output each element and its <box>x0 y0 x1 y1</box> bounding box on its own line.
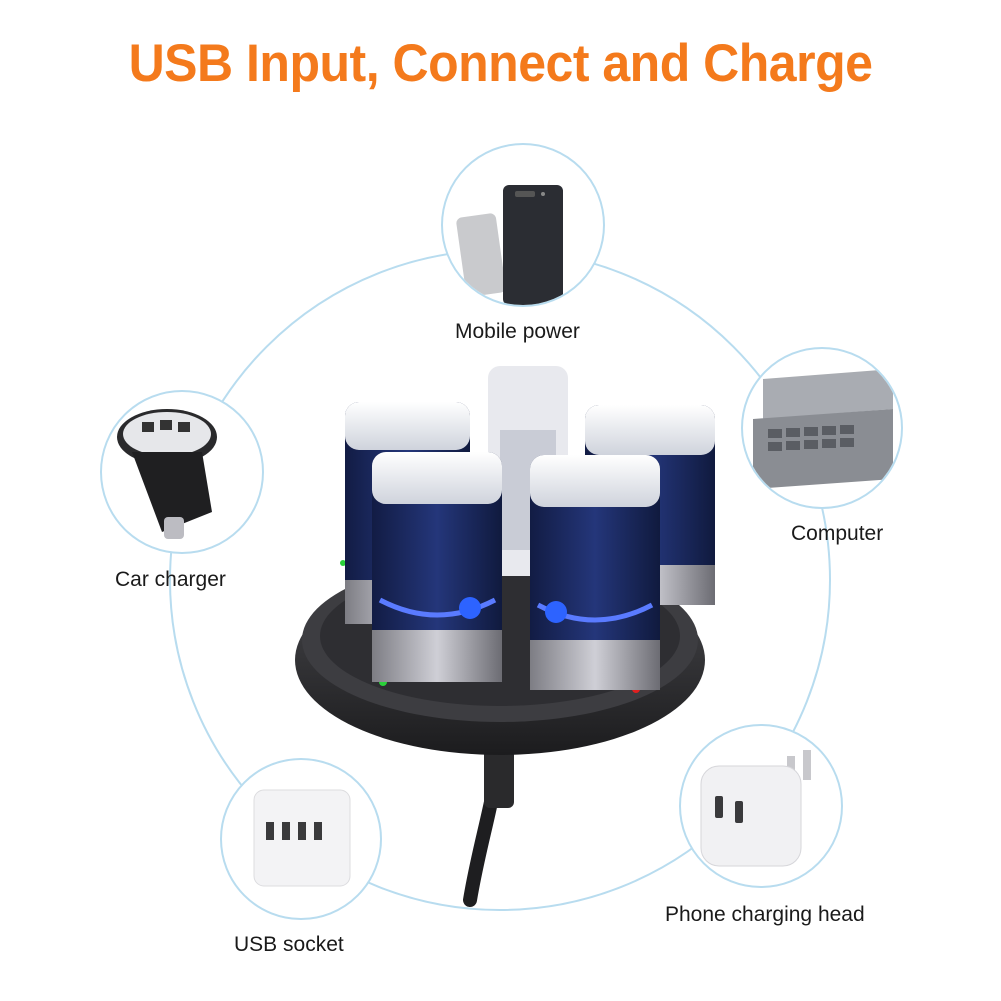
power-bank-icon <box>441 143 605 307</box>
usb-socket-icon <box>220 758 382 920</box>
source-label-mobile-power: Mobile power <box>455 320 580 343</box>
source-label-computer: Computer <box>791 522 884 545</box>
car-charger-icon <box>100 390 264 554</box>
laptop-icon <box>741 347 903 509</box>
source-label-phone-charging-head: Phone charging head <box>665 903 865 926</box>
source-label-car-charger: Car charger <box>115 568 226 591</box>
wall-adapter-icon <box>679 724 843 888</box>
source-label-usb-socket: USB socket <box>234 933 344 956</box>
headline: USB Input, Connect and Charge <box>128 33 873 93</box>
